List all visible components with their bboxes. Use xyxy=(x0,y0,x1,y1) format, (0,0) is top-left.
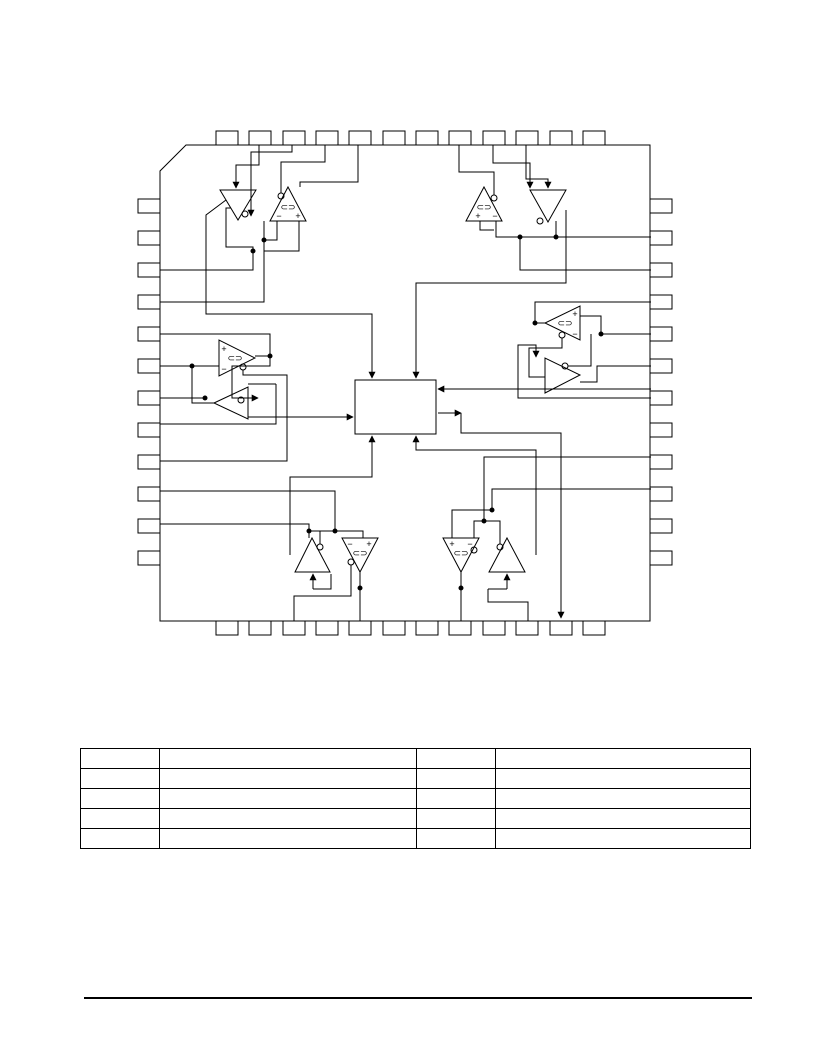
table-cell xyxy=(159,808,417,829)
right-pins xyxy=(649,198,673,566)
symbol-minus: − xyxy=(492,211,497,221)
table-cell xyxy=(416,768,496,789)
control-block xyxy=(354,379,437,435)
receiver-tl xyxy=(269,185,307,222)
symbol-minus: − xyxy=(221,364,226,374)
table-row xyxy=(80,748,751,769)
symbol-hysteresis: ⊂⊃ xyxy=(476,202,491,212)
table-row xyxy=(80,768,751,789)
table-cell xyxy=(495,748,751,769)
table-row xyxy=(80,788,751,809)
receiver-tr xyxy=(465,185,503,222)
driver-lm xyxy=(212,386,249,420)
table-cell xyxy=(80,768,160,789)
receiver-rm xyxy=(543,305,581,341)
bottom-pins xyxy=(215,620,606,636)
channel-top-right xyxy=(412,145,651,379)
table-cell xyxy=(80,828,160,849)
symbol-minus: − xyxy=(276,211,281,221)
symbol-minus: − xyxy=(347,539,352,549)
pin-table-body xyxy=(80,748,751,849)
symbol-plus: + xyxy=(221,344,226,354)
channel-left-mid xyxy=(160,333,354,462)
table-cell xyxy=(159,828,417,849)
package-outline xyxy=(159,144,651,622)
table-cell xyxy=(416,748,496,769)
footer-rule xyxy=(84,997,752,999)
table-cell xyxy=(159,748,417,769)
symbol-plus: + xyxy=(295,211,300,221)
left-pins xyxy=(137,198,161,566)
pin-table xyxy=(80,748,751,849)
driver-br xyxy=(488,536,526,573)
symbol-hysteresis: ⊂⊃ xyxy=(280,202,295,212)
table-row xyxy=(80,828,751,849)
symbol-hysteresis: ⊂⊃ xyxy=(453,548,468,558)
receiver-br xyxy=(442,537,480,574)
table-cell xyxy=(416,788,496,809)
table-cell xyxy=(416,828,496,849)
symbol-minus: − xyxy=(572,329,577,339)
channel-top-left xyxy=(160,145,376,379)
symbol-minus: − xyxy=(467,539,472,549)
driver-tl xyxy=(219,189,257,221)
table-cell xyxy=(495,788,751,809)
channel-right-mid xyxy=(437,301,651,399)
channel-bottom-right xyxy=(412,409,651,621)
symbol-hysteresis: ⊂⊃ xyxy=(227,353,242,363)
table-row xyxy=(80,808,751,829)
table-cell xyxy=(416,808,496,829)
block-diagram: + + + + + + − − − − − − ⊂⊃ ⊂⊃ ⊂⊃ ⊂⊃ ⊂⊃ ⊂… xyxy=(137,130,673,636)
symbol-plus: + xyxy=(572,309,577,319)
symbol-hysteresis: ⊂⊃ xyxy=(352,548,367,558)
driver-bl xyxy=(294,536,331,573)
table-cell xyxy=(495,808,751,829)
receiver-bl xyxy=(341,537,379,574)
symbol-hysteresis: ⊂⊃ xyxy=(557,318,572,328)
symbol-plus: + xyxy=(366,539,371,549)
table-cell xyxy=(495,828,751,849)
table-cell xyxy=(80,808,160,829)
symbol-plus: + xyxy=(475,211,480,221)
driver-tr xyxy=(529,189,567,224)
symbol-plus: + xyxy=(449,539,454,549)
table-cell xyxy=(159,768,417,789)
driver-rm xyxy=(544,357,582,394)
table-cell xyxy=(495,768,751,789)
receiver-lm xyxy=(218,339,257,377)
table-cell xyxy=(159,788,417,809)
top-pins xyxy=(215,130,606,146)
channel-bottom-left xyxy=(160,435,379,621)
table-cell xyxy=(80,788,160,809)
table-cell xyxy=(80,748,160,769)
